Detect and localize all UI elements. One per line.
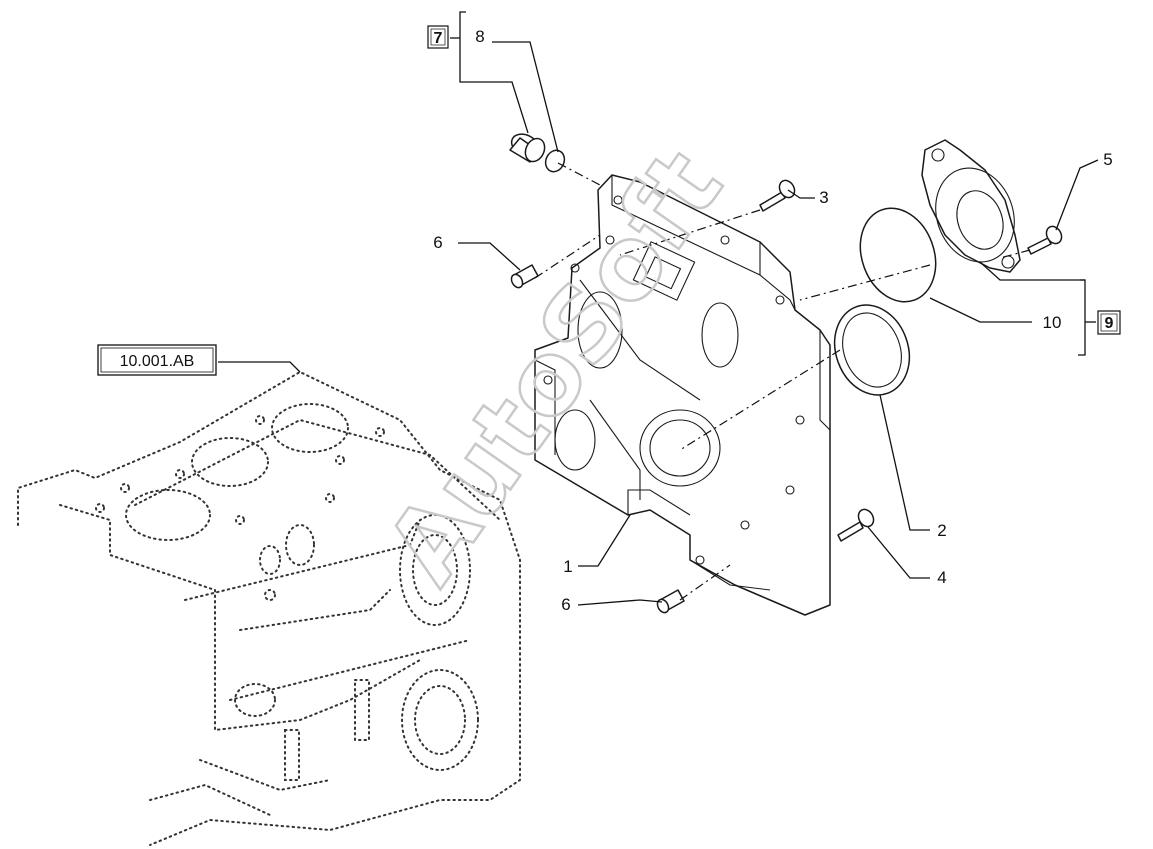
dowel-pin-upper bbox=[510, 264, 539, 289]
callout-9-label: 9 bbox=[1105, 315, 1114, 332]
callout-10-label: 10 bbox=[1043, 313, 1062, 332]
oil-seal bbox=[833, 304, 911, 396]
callout-6-lower-label: 6 bbox=[561, 595, 570, 614]
callout-8-label: 8 bbox=[475, 27, 484, 46]
callout-1-label: 1 bbox=[563, 557, 572, 576]
callout-2-label: 2 bbox=[937, 521, 946, 540]
pump-housing bbox=[921, 139, 1021, 273]
callout-9: 9 bbox=[1097, 310, 1121, 335]
o-ring-large bbox=[859, 207, 937, 303]
bolt-5 bbox=[1027, 225, 1063, 255]
dowel-pin-lower bbox=[656, 589, 685, 614]
timing-cover bbox=[534, 174, 831, 616]
leader-lines bbox=[218, 11, 1099, 606]
reference-label: 10.001.AB bbox=[120, 353, 195, 370]
engine-block-phantom bbox=[17, 370, 521, 846]
assembly-axes bbox=[534, 162, 1031, 601]
callout-6-upper-label: 6 bbox=[433, 233, 442, 252]
reference-box[interactable]: 10.001.AB bbox=[97, 344, 217, 376]
bolt-4 bbox=[837, 508, 875, 542]
bolt-3 bbox=[759, 179, 796, 212]
callout-7-label: 7 bbox=[434, 30, 443, 47]
callout-3-label: 3 bbox=[819, 188, 828, 207]
callout-4-label: 4 bbox=[937, 568, 946, 587]
callout-7: 7 bbox=[427, 25, 449, 49]
callout-5-label: 5 bbox=[1103, 150, 1112, 169]
o-ring-small bbox=[544, 149, 566, 173]
plug bbox=[509, 133, 546, 163]
